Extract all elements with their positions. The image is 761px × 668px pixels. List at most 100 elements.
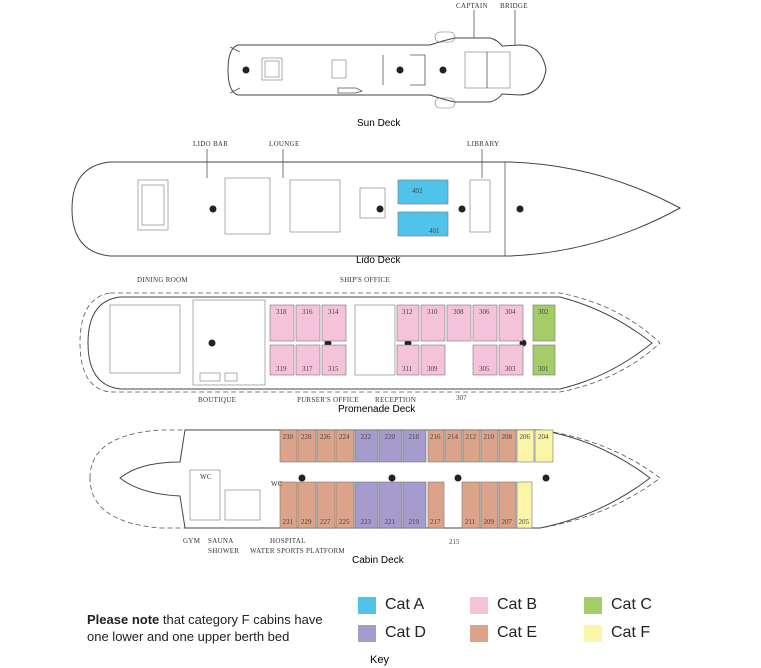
cabin-314: [321, 304, 347, 342]
cabin-number-302: 302: [538, 308, 549, 316]
cabin-number-303: 303: [505, 365, 516, 373]
cabin-302: [532, 304, 556, 342]
cabin-212: [462, 429, 481, 463]
cabin-402: [397, 179, 449, 205]
legend-swatch-cat-b: [470, 596, 488, 614]
label-wc-2: WC: [271, 480, 283, 488]
cabin-401: [397, 211, 449, 237]
label-shower: SHOWER: [208, 547, 239, 555]
cabin-number-219: 219: [409, 518, 420, 526]
deck-title-cabin: Cabin Deck: [352, 555, 405, 566]
cabin-number-230: 230: [283, 433, 294, 441]
cabin-number-309: 309: [427, 365, 438, 373]
lido-deck-outline: [71, 161, 682, 257]
cabin-218: [402, 429, 427, 463]
cabin-208: [498, 429, 517, 463]
deck-title-sun: Sun Deck: [357, 118, 401, 129]
deck-title-promenade: Promenade Deck: [338, 404, 416, 415]
cabin-223: [354, 481, 379, 529]
label-lido-bar: LIDO BAR: [193, 140, 228, 148]
cabin-number-208: 208: [502, 433, 513, 441]
cabin-number-222: 222: [361, 433, 372, 441]
cabin-number-228: 228: [301, 433, 312, 441]
cabin-number-305: 305: [479, 365, 490, 373]
cabin-319: [269, 344, 295, 376]
cabin-number-402: 402: [412, 187, 423, 195]
cabin-214: [444, 429, 463, 463]
cabin-306: [472, 304, 498, 342]
lido-deck: 402 401 LIDO BAR LOUNGE LIBRARY Lido Dec…: [71, 140, 682, 266]
cabin-number-210: 210: [484, 433, 495, 441]
cabin-305: [472, 344, 498, 376]
cabin-209: [480, 481, 499, 529]
cabin-number-311: 311: [402, 365, 413, 373]
cabin-number-231: 231: [283, 518, 294, 526]
label-gym: GYM: [183, 537, 201, 545]
cabin-number-316: 316: [302, 308, 313, 316]
cabin-222: [354, 429, 379, 463]
category-f-note: Please note that category F cabins have …: [87, 611, 347, 645]
legend-label-cat-f: Cat F: [611, 624, 651, 641]
cabin-316: [295, 304, 321, 342]
legend-swatch-cat-e: [470, 624, 488, 642]
legend-swatch-cat-f: [584, 624, 602, 642]
deck-title-lido: Lido Deck: [356, 255, 401, 266]
legend-swatch-cat-c: [584, 596, 602, 614]
legend-title: Key: [370, 654, 389, 666]
cabin-number-301: 301: [538, 365, 549, 373]
cabin-number-317: 317: [302, 365, 313, 373]
cabin-number-217: 217: [430, 518, 441, 526]
label-ships-office: SHIP'S OFFICE: [340, 276, 390, 284]
label-dining-room: DINING ROOM: [137, 276, 188, 284]
cabin-number-226: 226: [320, 433, 331, 441]
cabin-220: [378, 429, 403, 463]
cabin-211: [461, 481, 481, 529]
cabin-number-310: 310: [427, 308, 438, 316]
legend-label-cat-a: Cat A: [385, 596, 425, 613]
label-lounge: LOUNGE: [269, 140, 300, 148]
cabin-219: [402, 481, 427, 529]
label-captain: CAPTAIN: [456, 2, 488, 10]
cabin-210: [480, 429, 499, 463]
cabin-number-318: 318: [276, 308, 287, 316]
legend-label-cat-e: Cat E: [497, 624, 538, 641]
note-text: that category F cabins have one lower an…: [87, 612, 323, 644]
legend-swatch-cat-a: [358, 596, 376, 614]
label-library: LIBRARY: [467, 140, 499, 148]
cabin-number-227: 227: [320, 518, 331, 526]
cabin-225: [335, 481, 355, 529]
cabin-226: [316, 429, 336, 463]
cabin-230: [279, 429, 298, 463]
cabin-number-216: 216: [430, 433, 441, 441]
sun-deck-outline: [227, 37, 547, 103]
cabin-number-401: 401: [429, 227, 440, 235]
legend-item-cat-d: Cat D: [358, 624, 426, 642]
cabin-224: [335, 429, 355, 463]
legend-label-cat-c: Cat C: [611, 596, 652, 613]
cabin-318: [269, 304, 295, 342]
legend-label-cat-d: Cat D: [385, 624, 426, 641]
cabin-number-314: 314: [328, 308, 339, 316]
cabin-number-223: 223: [361, 518, 372, 526]
label-hospital: HOSPITAL: [270, 537, 306, 545]
cabin-205: [516, 481, 533, 529]
cabin-number-206: 206: [520, 433, 531, 441]
cabin-310: [420, 304, 446, 342]
legend-item-cat-c: Cat C: [584, 596, 652, 614]
cabin-number-215: 215: [449, 538, 460, 546]
cabin-311: [396, 344, 420, 376]
cabin-number-229: 229: [301, 518, 312, 526]
cabin-216: [427, 429, 445, 463]
cabin-312: [396, 304, 420, 342]
cabin-number-211: 211: [465, 518, 476, 526]
cabin-228: [297, 429, 317, 463]
cabin-number-218: 218: [409, 433, 420, 441]
label-wc-1: WC: [200, 473, 212, 481]
cabin-number-209: 209: [484, 518, 495, 526]
cabin-number-307: 307: [456, 394, 467, 402]
cabin-231: [279, 481, 298, 529]
